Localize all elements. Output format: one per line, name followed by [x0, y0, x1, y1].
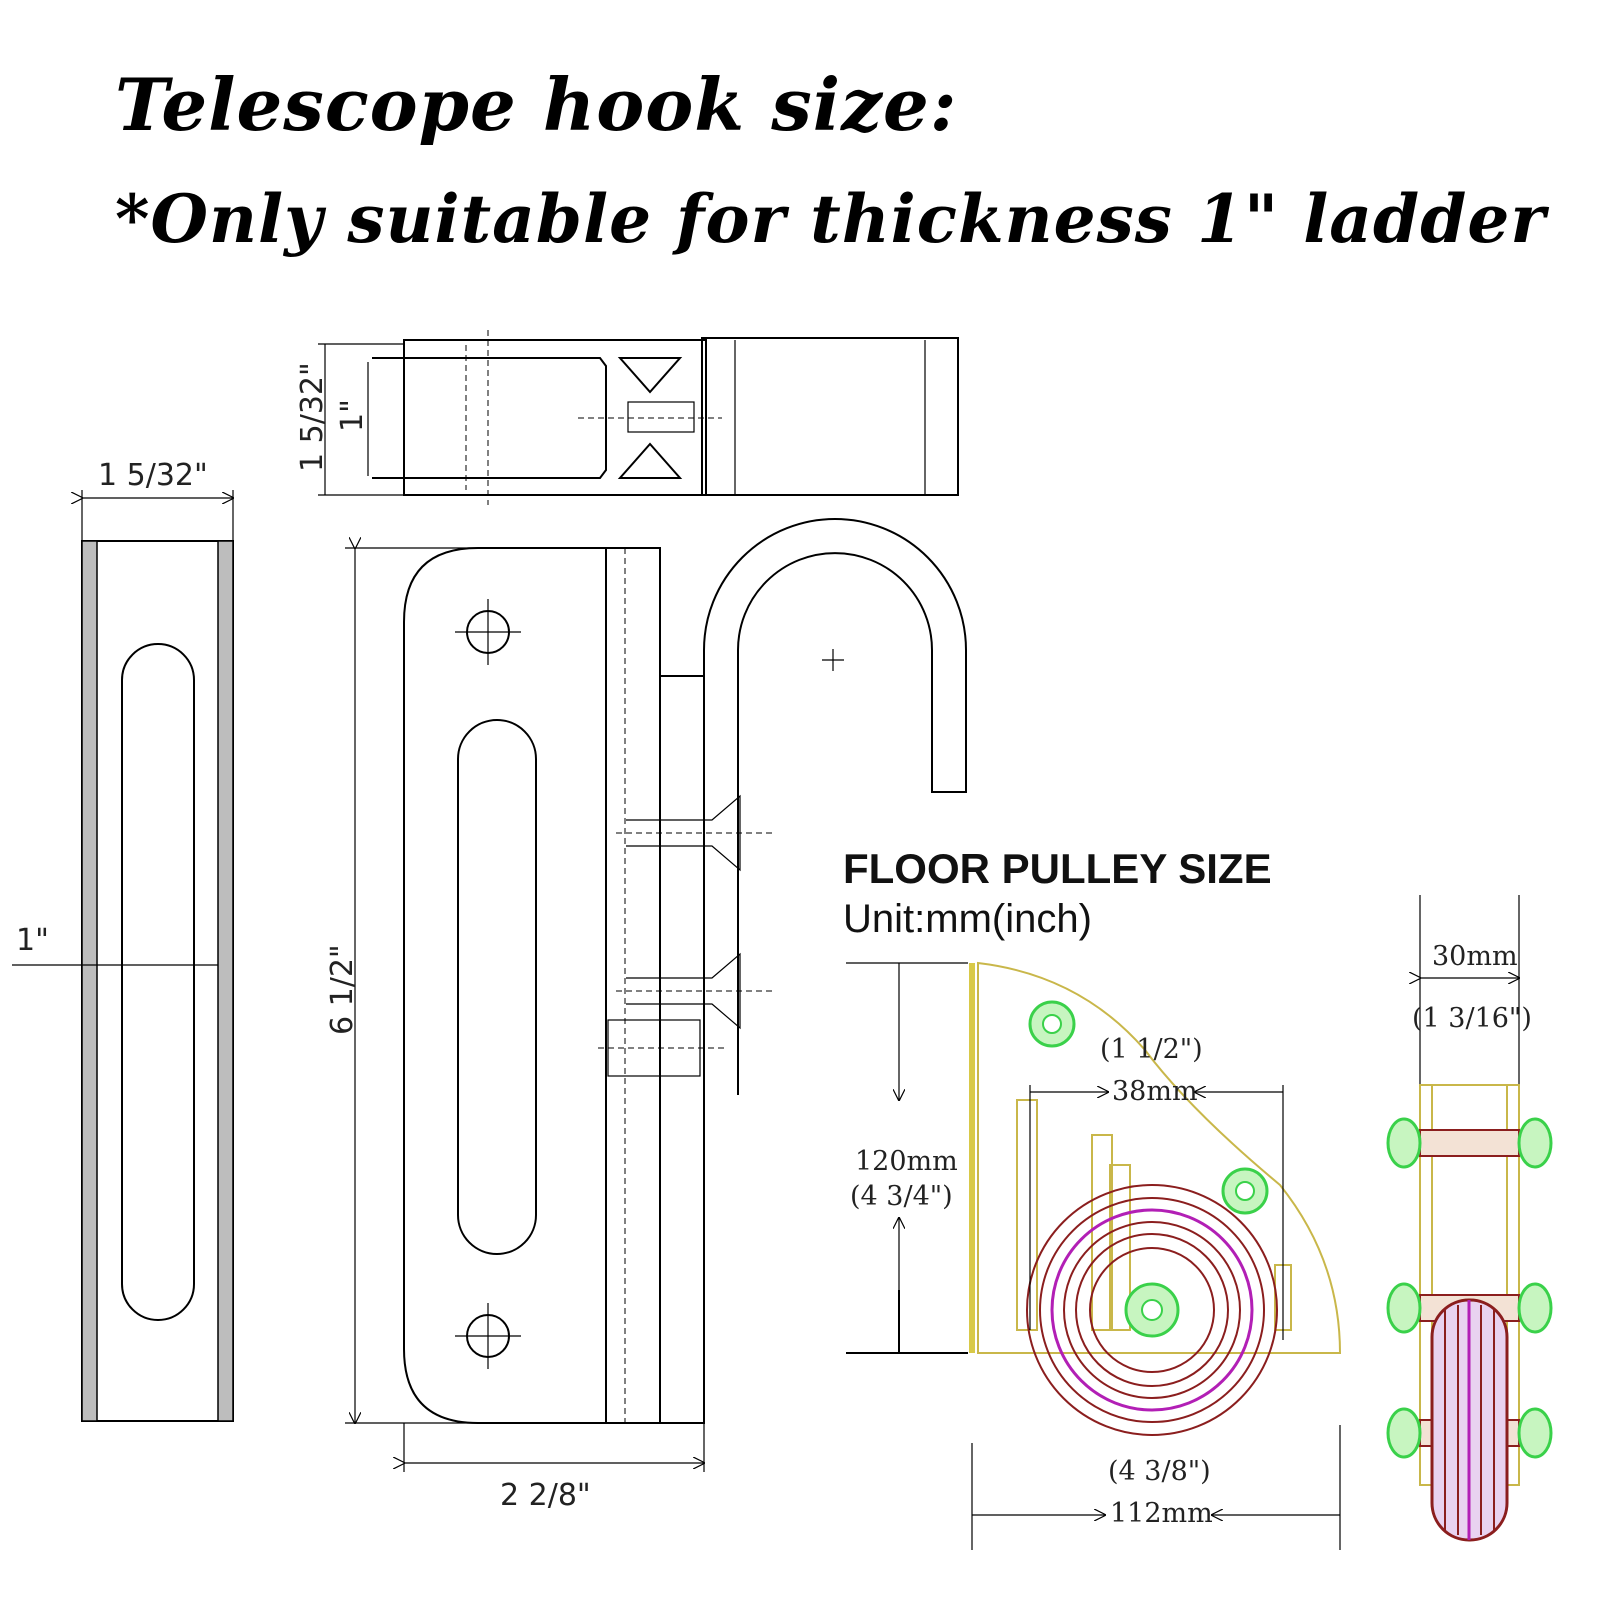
page-title: Telescope hook size:	[115, 62, 958, 147]
pulley-inner-in: (1 1/2")	[1100, 1034, 1203, 1065]
pulley-wheel	[1026, 1184, 1278, 1436]
side-inner-label: 1"	[16, 923, 49, 958]
pulley-title: FLOOR PULLEY SIZE	[843, 845, 1272, 892]
pulley-height-in: (4 3/4")	[850, 1181, 953, 1212]
pulley-width-mm: 112mm	[1110, 1498, 1213, 1529]
hook-front-view	[345, 518, 967, 1472]
hook-curve	[703, 518, 967, 1095]
pulley-front-view	[846, 961, 1342, 1550]
pulley-unit: Unit:mm(inch)	[843, 897, 1092, 941]
pulley-side-view	[1386, 895, 1553, 1542]
side-width-label: 1 5/32"	[98, 458, 208, 493]
pulley-thickness-in: (1 3/16")	[1412, 1003, 1532, 1034]
base-width-label: 2 2/8"	[500, 1478, 591, 1513]
pulley-thickness-mm: 30mm	[1432, 941, 1518, 972]
hook-side-view	[12, 490, 233, 1422]
top-height-label: 1 5/32"	[295, 362, 330, 472]
hook-top-view	[318, 330, 959, 505]
top-inner-label: 1"	[335, 399, 370, 432]
pulley-height-mm: 120mm	[855, 1146, 958, 1177]
pulley-inner-mm: 38mm	[1112, 1076, 1198, 1107]
page-subtitle: *Only suitable for thickness 1" ladder	[115, 180, 1547, 258]
pulley-width-in: (4 3/8")	[1108, 1456, 1211, 1487]
length-label: 6 1/2"	[325, 944, 360, 1035]
